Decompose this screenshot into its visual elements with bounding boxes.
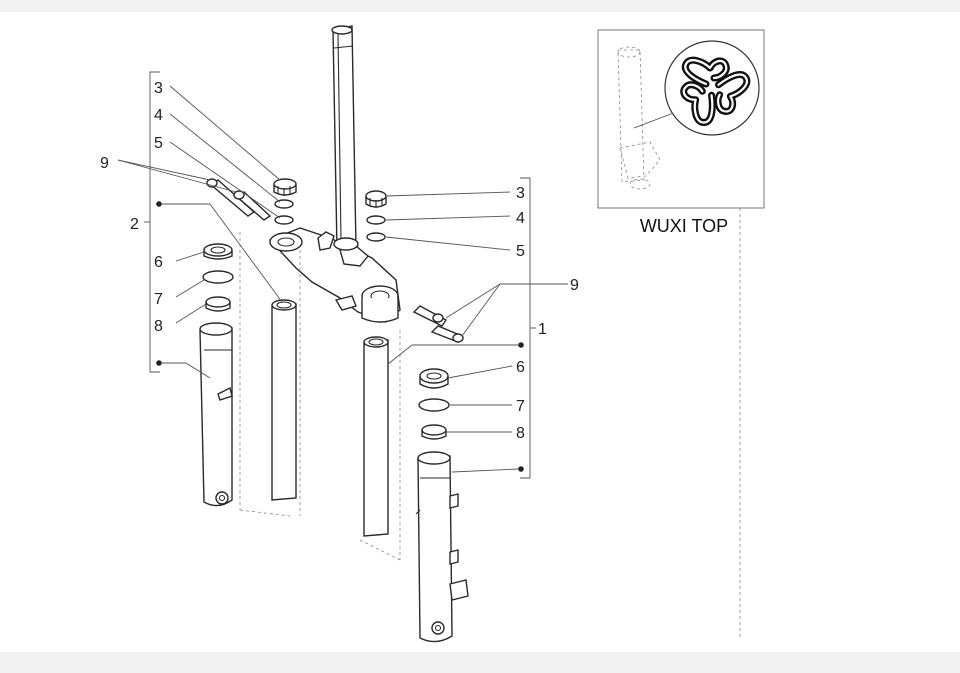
right-leader-lines [385, 191, 568, 473]
callout-right-5: 5 [516, 243, 525, 260]
left-washer-5 [274, 215, 294, 225]
steering-stem [331, 25, 357, 251]
left-group-bracket [144, 71, 162, 373]
callout-left-4: 4 [154, 107, 163, 124]
right-washer-4 [366, 215, 386, 225]
triskelion-logo [681, 56, 750, 125]
left-bolts [206, 178, 272, 221]
left-fork-tube [271, 299, 297, 501]
right-bushing-8 [421, 424, 447, 440]
right-top-cap [365, 190, 387, 208]
left-leader-lines [117, 85, 283, 379]
callout-left-2: 2 [130, 216, 139, 233]
callout-right-4: 4 [516, 210, 525, 227]
left-oring-7 [202, 270, 234, 284]
inset-label: WUXI TOP [640, 216, 728, 236]
callout-left-5: 5 [154, 135, 163, 152]
right-dash-guide [359, 539, 401, 561]
callout-left-7: 7 [154, 291, 163, 308]
right-fork-tube [363, 336, 389, 537]
right-fork-slider [415, 451, 469, 643]
left-top-cap [273, 178, 297, 196]
left-washer-4 [274, 199, 294, 209]
diagram-canvas: 3 4 5 9 2 6 7 8 3 4 5 9 1 6 7 8 WUXI TOP [0, 12, 960, 652]
callout-left-9: 9 [100, 155, 109, 172]
callout-right-8: 8 [516, 425, 525, 442]
inset-box [597, 29, 765, 209]
left-seal-cap-6 [203, 243, 233, 260]
left-dash-guide [239, 509, 291, 517]
callout-right-7: 7 [516, 398, 525, 415]
left-fork-slider [199, 322, 233, 507]
callout-left-6: 6 [154, 254, 163, 271]
callout-right-1: 1 [538, 321, 547, 338]
left-bushing-8 [205, 296, 231, 312]
callout-left-3: 3 [154, 80, 163, 97]
fork-exploded-diagram: 3 4 5 9 2 6 7 8 3 4 5 9 1 6 7 8 WUXI TOP [100, 25, 765, 643]
right-washer-5 [366, 232, 386, 242]
right-seal-cap-6 [419, 368, 449, 389]
callout-left-8: 8 [154, 318, 163, 335]
right-oring-7 [418, 398, 450, 412]
callout-right-3: 3 [516, 185, 525, 202]
right-group-bracket [518, 177, 536, 479]
right-bolts [412, 305, 464, 343]
callout-right-6: 6 [516, 359, 525, 376]
callout-right-9: 9 [570, 277, 579, 294]
triple-clamp [268, 227, 401, 323]
